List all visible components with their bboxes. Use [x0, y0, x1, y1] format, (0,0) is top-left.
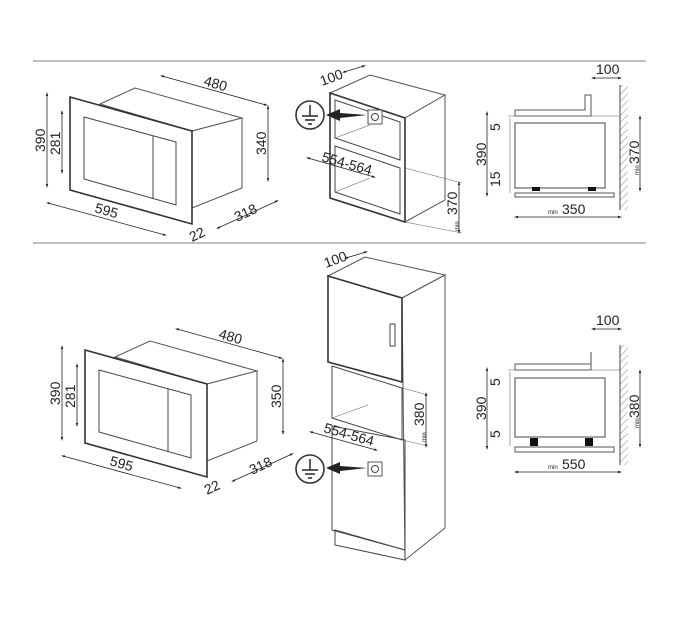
label-height-body: 350: [268, 384, 284, 408]
label-top-gap: 5: [487, 378, 503, 386]
label-min: min: [635, 418, 641, 428]
label-height-body: 340: [253, 131, 269, 155]
dim-line-width: [160, 75, 268, 106]
dim-line-depth: [216, 200, 279, 229]
label-front-thickness: 22: [187, 224, 208, 245]
label-front-width: 595: [93, 200, 120, 222]
label-min: min: [422, 432, 428, 442]
foot: [532, 187, 540, 191]
label-height-window: 281: [47, 131, 63, 155]
label-niche-height: 370: [626, 140, 642, 164]
microwave-body-side: [206, 370, 258, 462]
dim-line-depth: [231, 453, 294, 482]
foot: [530, 438, 538, 446]
label-bottom-gap: 5: [487, 430, 503, 438]
label-niche-height: 380: [626, 394, 642, 418]
cabinet-side-face: [401, 274, 446, 562]
door-handle: [389, 323, 396, 347]
label-rear-gap: 100: [318, 66, 346, 89]
label-width: 480: [202, 73, 229, 95]
microwave-top: 480 390 281 340 595 318 22: [32, 73, 279, 245]
lower-shelf: [514, 192, 615, 198]
cabinet-top: 100 554-564 370 min: [295, 65, 463, 234]
wall-hatch-icon: [620, 345, 628, 465]
label-depth: 318: [232, 200, 260, 224]
earth-ground-icon: [295, 100, 325, 130]
section-view-top: 100 390 5 15 370 min min 350: [473, 61, 642, 219]
label-front-width: 595: [108, 453, 135, 475]
dim-line-width: [175, 328, 283, 359]
label-width: 480: [217, 326, 244, 348]
power-socket-icon: [367, 461, 383, 477]
microwave-bottom: 480 390 281 350 595 318 22: [47, 326, 294, 498]
label-min: min: [548, 465, 558, 471]
upper-shelf: [514, 94, 592, 117]
label-height-total: 390: [32, 128, 48, 152]
label-height-window: 281: [62, 384, 78, 408]
label-niche-width: 554-564: [322, 420, 376, 450]
label-min: min: [548, 210, 558, 216]
foot: [585, 438, 593, 446]
wall-hatch-icon: [620, 85, 628, 210]
microwave-body-side: [191, 117, 243, 209]
label-niche-height: 380: [411, 402, 427, 426]
label-top-gap: 5: [487, 123, 503, 131]
label-niche-depth: 350: [562, 201, 586, 217]
dim-line-front-width: [46, 202, 167, 236]
foot: [588, 187, 596, 191]
label-rear-gap: 100: [322, 248, 350, 271]
microwave-window: [83, 116, 177, 206]
label-height: 390: [473, 396, 489, 420]
label-min: min: [635, 165, 641, 175]
label-front-thickness: 22: [202, 477, 223, 498]
microwave-section: [514, 122, 606, 189]
upper-shelf: [514, 363, 592, 371]
microwave-section: [514, 377, 606, 438]
earth-ground-icon: [295, 454, 325, 484]
dim-line-rear-gap: [342, 65, 366, 73]
label-niche-depth: 550: [562, 456, 586, 472]
dim-line-rear-gap: [344, 251, 368, 259]
label-min: min: [455, 221, 461, 231]
tall-cabinet: 100 554-564 380 min: [295, 248, 447, 562]
label-niche-height: 370: [444, 191, 460, 215]
arrow-icon: [326, 462, 367, 474]
microwave-front-panel: [69, 95, 193, 226]
label-depth: 318: [247, 453, 275, 477]
label-bottom-gap: 15: [487, 171, 503, 187]
label-rear-gap: 100: [596, 61, 620, 77]
dim-line-niche-width: [306, 157, 376, 178]
lower-shelf: [514, 446, 615, 453]
label-niche-width: 554-564: [320, 149, 374, 179]
dim-line-front-width: [61, 455, 182, 489]
cabinet-side-face: [404, 94, 446, 223]
microwave-window: [98, 369, 192, 459]
cabinet-plinth: [334, 529, 406, 561]
section-view-bottom: 100 390 5 5 380 min min 550: [473, 312, 642, 474]
label-rear-gap: 100: [596, 312, 620, 328]
label-height: 390: [473, 142, 489, 166]
label-height-total: 390: [47, 381, 63, 405]
dim-line-niche-width: [309, 431, 378, 451]
cabinet-upper-door: [327, 274, 403, 384]
arrow-icon: [326, 109, 367, 121]
power-socket-icon: [367, 109, 383, 125]
microwave-front-panel: [84, 348, 208, 479]
